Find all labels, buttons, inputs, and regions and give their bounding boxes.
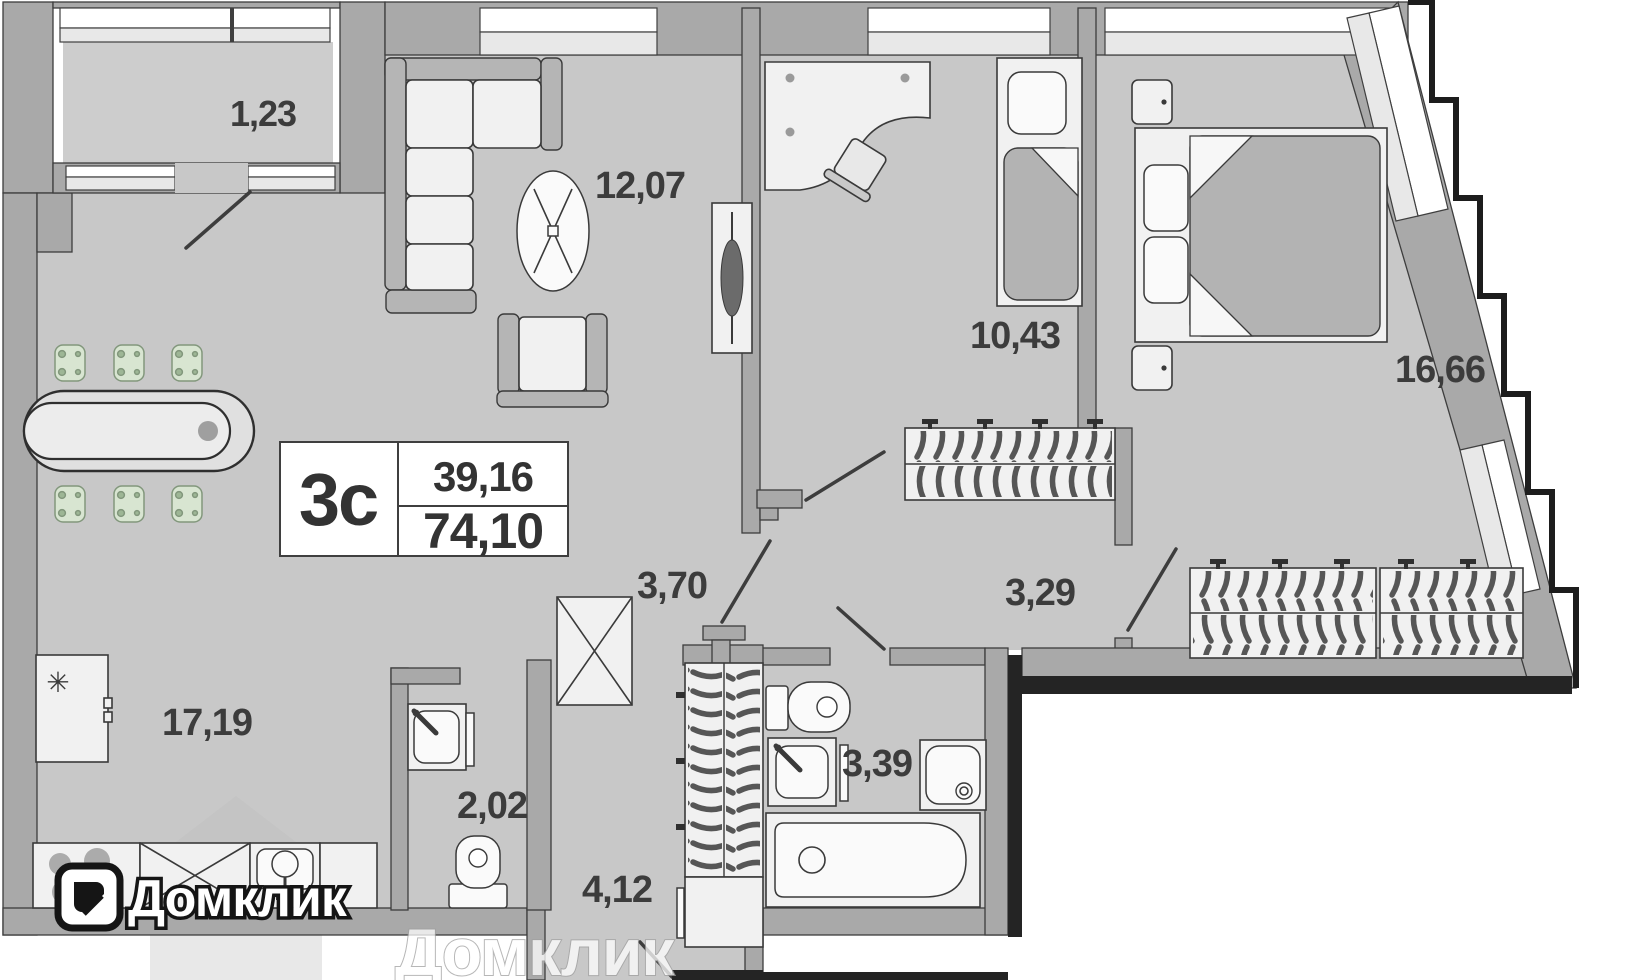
corner-sofa <box>384 57 563 314</box>
bar-stools <box>54 344 203 523</box>
toilet-bathroom <box>765 681 851 733</box>
bathtub <box>765 812 981 908</box>
rooms-count-label: 3с <box>299 458 377 541</box>
washing-machine <box>919 739 987 811</box>
snowflake-icon: ✳ <box>46 667 69 698</box>
door-swings <box>184 190 1178 980</box>
room-area-kitchen: 17,19 <box>162 702 252 744</box>
room-area-bedroom1: 10,43 <box>970 315 1060 357</box>
total-area-value: 74,10 <box>423 503 543 559</box>
windows <box>52 5 1541 600</box>
armchair <box>496 313 609 408</box>
bar-table <box>22 389 256 473</box>
room-area-balcony: 1,23 <box>230 93 296 134</box>
domclick-watermark: Домклик <box>54 862 352 932</box>
room-area-wc: 2,02 <box>457 785 527 827</box>
tall-cabinet <box>556 596 633 706</box>
sink-wc <box>407 703 475 771</box>
room-area-bathroom: 3,39 <box>842 743 912 785</box>
watermark-ghost-text: Домклик <box>395 915 675 980</box>
room-area-bedroom2: 16,66 <box>1395 349 1485 391</box>
single-bed <box>996 57 1083 307</box>
wardrobe-entry <box>676 662 764 948</box>
wardrobe-bedroom1 <box>904 419 1116 501</box>
fridge: ✳ <box>35 654 113 763</box>
toilet-wc <box>448 835 508 909</box>
diagonal-stepped-edge <box>1408 0 1579 688</box>
watermark-logo-text: Домклик <box>128 870 348 928</box>
domclick-logo-icon <box>54 862 124 932</box>
room-area-entry: 4,12 <box>582 869 652 911</box>
oval-table <box>516 170 590 292</box>
sink-bathroom <box>767 737 849 807</box>
room-area-hallway2: 3,29 <box>1005 572 1075 614</box>
sliding-door-panel <box>711 202 753 354</box>
wardrobe-bedroom2-left <box>1189 559 1377 659</box>
wardrobe-bedroom2-right <box>1379 559 1524 659</box>
desk-chair <box>823 138 887 203</box>
room-area-hallway1: 3,70 <box>637 565 707 607</box>
nightstands <box>1131 79 1173 391</box>
boundary-black <box>1008 655 1572 937</box>
double-bed <box>1134 127 1388 343</box>
room-area-living: 12,07 <box>595 165 685 207</box>
plan-summary-box: 3с 39,16 74,10 <box>279 441 569 559</box>
living-area-value: 39,16 <box>433 453 533 500</box>
room-labels: 1,23 12,07 10,43 16,66 17,19 3,70 3,29 2… <box>162 93 1486 911</box>
